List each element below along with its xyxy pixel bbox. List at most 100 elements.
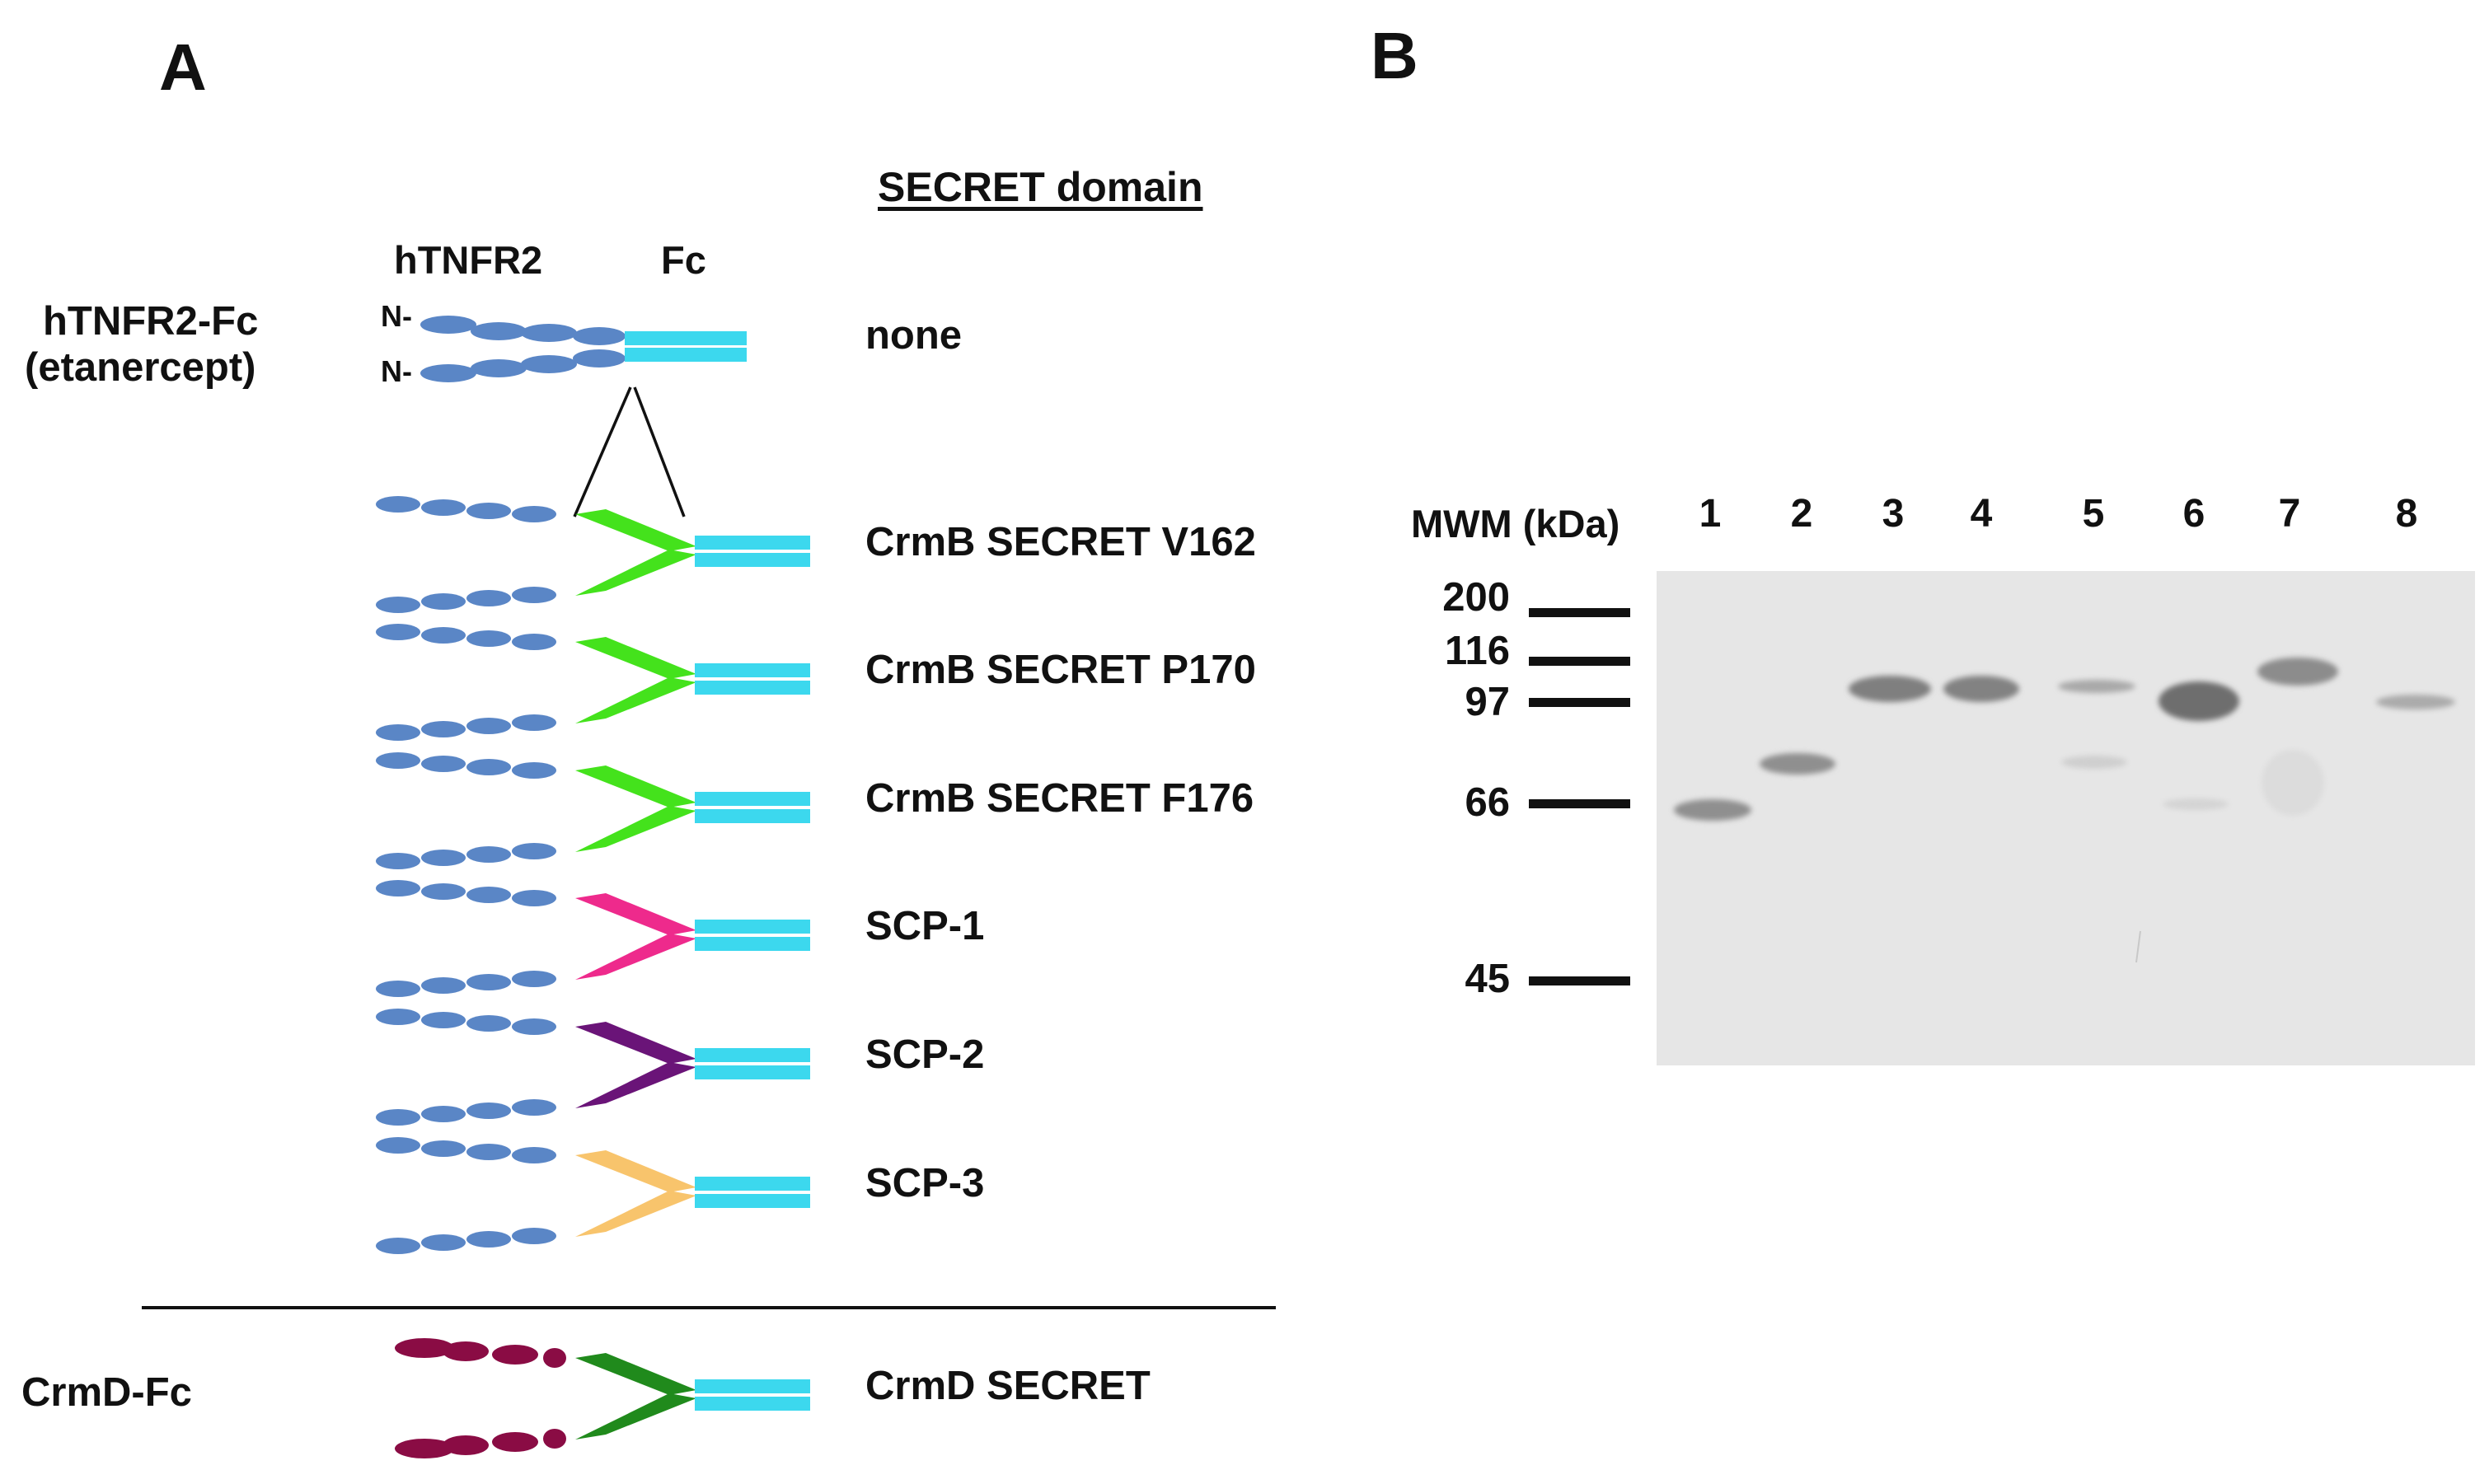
receptor-domain bbox=[543, 1348, 566, 1368]
gel-band-lane-2 bbox=[1760, 753, 1835, 775]
n-terminus-label-bottom: N- bbox=[381, 354, 412, 388]
receptor-domain bbox=[376, 752, 420, 769]
fc-domain bbox=[625, 331, 747, 345]
receptor-domain bbox=[466, 1231, 511, 1248]
receptor-domain bbox=[443, 1341, 489, 1361]
receptor-domain bbox=[376, 1238, 420, 1254]
fc-domain bbox=[695, 809, 810, 823]
gel-band-lane-7-faint bbox=[2262, 750, 2324, 816]
crmd-fc-label: CrmD-Fc bbox=[21, 1370, 192, 1415]
lane-label: 7 bbox=[2278, 492, 2301, 536]
marker-label: 45 bbox=[1465, 957, 1510, 1001]
fc-domain bbox=[695, 663, 810, 677]
secret-domain-arm-top bbox=[575, 893, 696, 935]
receptor-domain bbox=[492, 1432, 538, 1452]
secret-domain-arm-bottom bbox=[575, 934, 696, 980]
receptor-domain bbox=[512, 843, 556, 859]
secret-domain-arm-bottom bbox=[575, 1191, 696, 1237]
secret-domain-arm-bottom bbox=[575, 677, 696, 723]
receptor-domain bbox=[421, 850, 466, 866]
htnfr2-domain-chain-top bbox=[420, 316, 626, 345]
fc-domain bbox=[695, 792, 810, 806]
fc-domain bbox=[695, 1194, 810, 1208]
marker-label: 66 bbox=[1465, 780, 1510, 825]
receptor-domain bbox=[421, 627, 466, 644]
fc-domain bbox=[695, 1379, 810, 1393]
receptor-domain bbox=[466, 718, 511, 734]
receptor-domain bbox=[466, 759, 511, 775]
receptor-domain bbox=[376, 880, 420, 896]
htnfr2-domain bbox=[573, 349, 626, 367]
secret-domain-arm-bottom bbox=[575, 550, 696, 596]
receptor-domain bbox=[376, 624, 420, 640]
secret-domain-arm-bottom bbox=[575, 1393, 696, 1440]
secret-domain-arm-bottom bbox=[575, 1062, 696, 1108]
fc-column-header: Fc bbox=[661, 238, 706, 282]
receptor-domain bbox=[376, 597, 420, 613]
fc-domain bbox=[695, 681, 810, 695]
mw-marker-band bbox=[1529, 608, 1630, 617]
lane-label: 1 bbox=[1699, 492, 1722, 536]
gel-band-lane-5-faint bbox=[2061, 756, 2127, 769]
panel-b-label: B bbox=[1371, 19, 1418, 92]
receptor-domain bbox=[466, 630, 511, 647]
marker-label: 97 bbox=[1465, 680, 1510, 724]
receptor-domain bbox=[512, 1018, 556, 1035]
receptor-domain bbox=[443, 1435, 489, 1455]
secret-domain-arm-top bbox=[575, 509, 696, 551]
receptor-domain bbox=[421, 883, 466, 900]
secret-construct bbox=[376, 496, 810, 613]
fc-domain bbox=[695, 1177, 810, 1191]
secret-construct bbox=[395, 1338, 810, 1458]
construct-label-none: none bbox=[865, 313, 963, 358]
receptor-domain bbox=[512, 587, 556, 603]
receptor-domain bbox=[512, 714, 556, 731]
htnfr2-domain bbox=[573, 327, 626, 345]
mw-marker-band bbox=[1529, 657, 1630, 666]
receptor-domain bbox=[376, 981, 420, 997]
receptor-domain bbox=[466, 974, 511, 990]
gel-band-lane-1 bbox=[1674, 799, 1751, 821]
insertion-line-right bbox=[633, 386, 686, 517]
receptor-domain bbox=[512, 506, 556, 522]
lane-label: 3 bbox=[1882, 492, 1905, 536]
receptor-domain bbox=[421, 977, 466, 994]
etanercept-label: (etanercept) bbox=[25, 345, 256, 390]
secret-domain-arm-top bbox=[575, 1022, 696, 1064]
receptor-domain bbox=[421, 1140, 466, 1157]
receptor-domain bbox=[512, 1147, 556, 1163]
construct-label-scp1: SCP-1 bbox=[865, 904, 985, 948]
secret-construct bbox=[376, 880, 810, 997]
gel-band-lane-6-faint bbox=[2163, 798, 2229, 810]
htnfr2-fc-label: hTNFR2-Fc bbox=[43, 299, 259, 344]
receptor-domain bbox=[466, 887, 511, 903]
secret-construct bbox=[376, 1137, 810, 1254]
receptor-domain bbox=[421, 499, 466, 516]
gel-band-lane-6 bbox=[2159, 681, 2239, 721]
secret-construct bbox=[376, 624, 810, 741]
construct-label-crmb-p170: CrmB SECRET P170 bbox=[865, 648, 1256, 692]
htnfr2-domain bbox=[420, 316, 476, 334]
marker-label: 116 bbox=[1444, 629, 1510, 673]
gel-band-lane-3 bbox=[1849, 676, 1931, 702]
gel-band-lane-7 bbox=[2257, 658, 2338, 686]
n-terminus-label-top: N- bbox=[381, 299, 412, 333]
panel-a-label: A bbox=[159, 30, 207, 104]
receptor-domain bbox=[421, 721, 466, 737]
gel-background bbox=[1657, 571, 2475, 1065]
secret-domain-header: SECRET domain bbox=[878, 164, 1203, 210]
secret-domain-arm-top bbox=[575, 1353, 696, 1395]
receptor-domain bbox=[421, 1012, 466, 1028]
htnfr2-domain bbox=[420, 364, 476, 382]
gel-band-lane-5 bbox=[2058, 680, 2135, 693]
receptor-domain bbox=[376, 1109, 420, 1126]
receptor-domain bbox=[466, 846, 511, 863]
receptor-domain bbox=[466, 1015, 511, 1032]
receptor-domain bbox=[421, 1234, 466, 1251]
insertion-line-left bbox=[573, 386, 632, 517]
marker-label: 200 bbox=[1442, 575, 1510, 620]
construct-label-scp2: SCP-2 bbox=[865, 1032, 985, 1077]
secret-domain-arm-top bbox=[575, 637, 696, 679]
secret-construct bbox=[376, 752, 810, 869]
